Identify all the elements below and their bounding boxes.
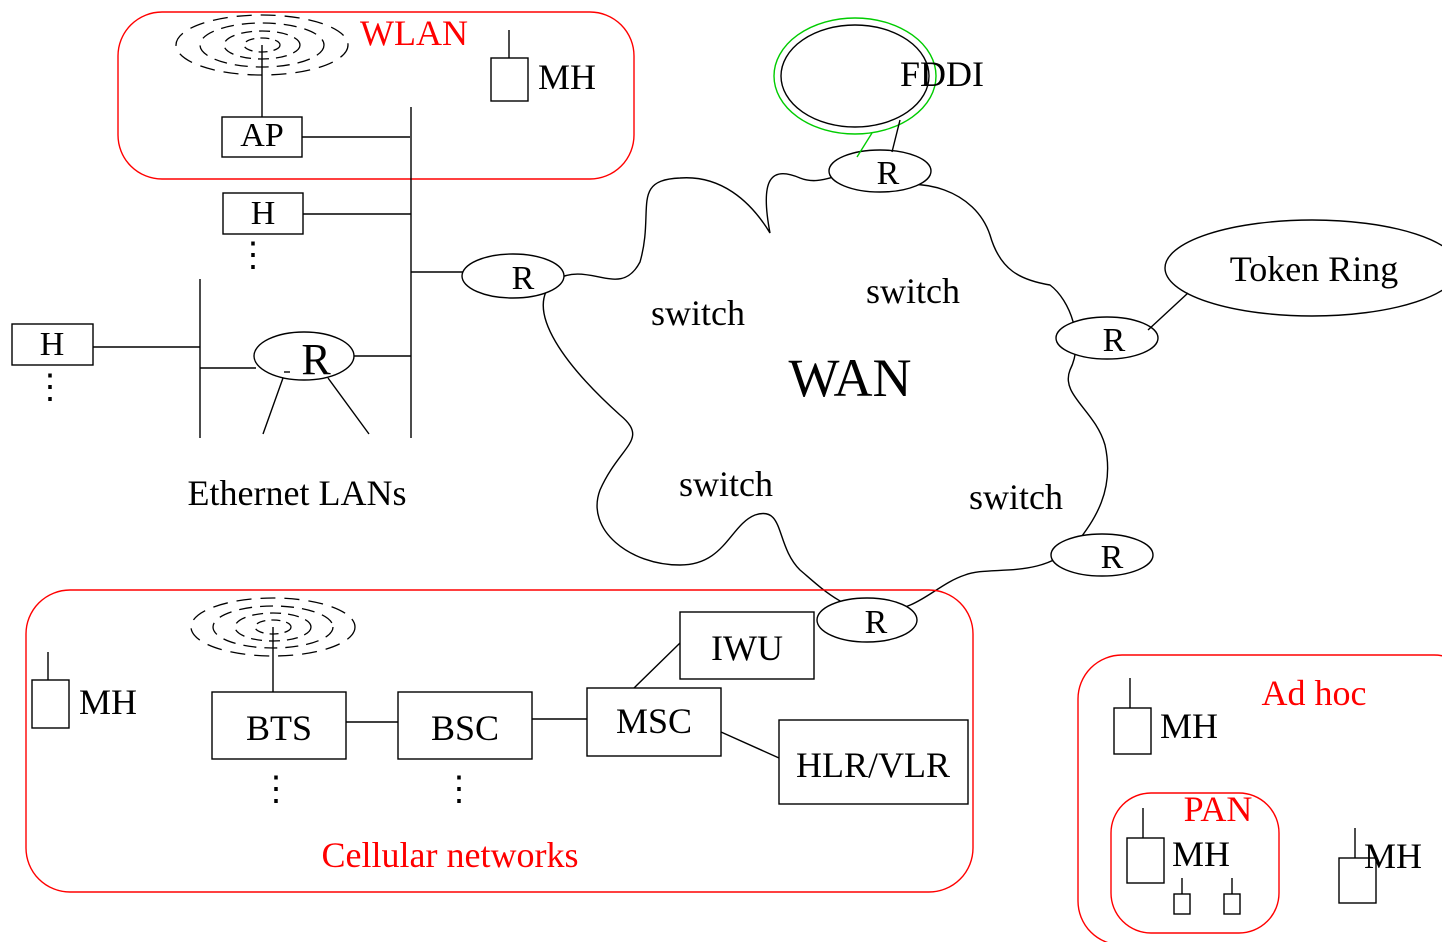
wan-router-fddi: R xyxy=(828,149,932,193)
bts-antenna-icon xyxy=(190,597,356,692)
host-box xyxy=(222,192,304,235)
wan-router-cellular: R xyxy=(816,597,918,643)
svg-text:MH: MH xyxy=(79,682,137,722)
fddi-ring: FDDI xyxy=(773,17,984,158)
svg-text:R: R xyxy=(865,604,888,641)
more-bsc-ellipsis: ⋮ xyxy=(442,771,476,808)
svg-text:MH: MH xyxy=(538,57,596,97)
cellular-label: Cellular networks xyxy=(322,835,579,875)
wlan-region: WLAN AP MH xyxy=(117,11,635,180)
msc-label: MSC xyxy=(616,701,692,741)
wlan-mobile-host: MH xyxy=(490,30,596,102)
wan-label: WAN xyxy=(789,348,912,408)
host-box-2 xyxy=(11,323,94,366)
iwu-box xyxy=(679,611,815,680)
access-point-box xyxy=(221,116,303,158)
adhoc-mobile-host-1: MH xyxy=(1113,678,1218,755)
adhoc-mobile-host-2: MH xyxy=(1338,828,1422,904)
switch-label-4: switch xyxy=(969,477,1063,517)
more-bts-ellipsis: ⋮ xyxy=(259,771,293,808)
fddi-label: FDDI xyxy=(900,54,984,94)
cellular-boundary xyxy=(25,589,974,893)
fddi-outer-ring xyxy=(773,17,937,135)
hlr-vlr-box xyxy=(778,719,969,805)
host-label: H xyxy=(251,195,276,232)
svg-text:MH: MH xyxy=(1364,836,1422,876)
wan-router-token-ring: R xyxy=(1055,316,1159,360)
host-label-2: H xyxy=(40,326,65,363)
cellular-mobile-host: MH xyxy=(31,652,137,729)
lan-router-label: R xyxy=(301,335,331,384)
bts-box xyxy=(211,691,347,760)
svg-text:R: R xyxy=(512,260,535,297)
adhoc-boundary xyxy=(1077,654,1442,942)
switch-label-2: switch xyxy=(866,271,960,311)
wan-cloud: switch switch switch switch WAN xyxy=(542,173,1109,613)
wan-router-southeast: R xyxy=(1050,533,1154,577)
pan-boundary xyxy=(1110,792,1280,934)
fddi-inner-ring xyxy=(780,24,930,128)
svg-text:R: R xyxy=(1101,539,1124,576)
bsc-box xyxy=(397,691,533,760)
switch-label-1: switch xyxy=(651,293,745,333)
ethernet-lans: H ⋮ H ⋮ R Ethernet LANs xyxy=(11,107,464,513)
wlan-boundary xyxy=(117,11,635,180)
wan-router-west: R xyxy=(461,253,565,299)
switch-label-3: switch xyxy=(679,464,773,504)
hlr-vlr-label: HLR/VLR xyxy=(796,745,950,785)
bts-label: BTS xyxy=(246,708,312,748)
cellular-region: Cellular networks MH BTS ⋮ BSC ⋮ MSC xyxy=(25,589,974,893)
pan-mobile-host-label: MH xyxy=(1172,834,1230,874)
adhoc-region: Ad hoc MH MH PAN MH xyxy=(1077,654,1442,942)
pan-label: PAN xyxy=(1184,789,1253,829)
wlan-antenna-icon xyxy=(175,14,349,117)
svg-text:MH: MH xyxy=(1160,706,1218,746)
pan-device-1 xyxy=(1173,893,1191,915)
pan-device-2 xyxy=(1223,893,1241,915)
adhoc-label: Ad hoc xyxy=(1262,673,1367,713)
token-ring: Token Ring xyxy=(1147,219,1442,331)
iwu-label: IWU xyxy=(711,628,783,668)
svg-text:R: R xyxy=(1103,322,1126,359)
more-hosts-ellipsis-2: ⋮ xyxy=(33,369,67,406)
token-ring-label: Token Ring xyxy=(1230,249,1398,289)
svg-text:R: R xyxy=(877,155,900,192)
more-hosts-ellipsis: ⋮ xyxy=(236,237,270,274)
msc-box xyxy=(586,687,722,757)
wlan-label: WLAN xyxy=(360,13,468,53)
pan-region: PAN MH xyxy=(1110,789,1280,934)
access-point-label: AP xyxy=(240,117,283,154)
ethernet-label: Ethernet LANs xyxy=(188,473,407,513)
bsc-label: BSC xyxy=(431,708,499,748)
